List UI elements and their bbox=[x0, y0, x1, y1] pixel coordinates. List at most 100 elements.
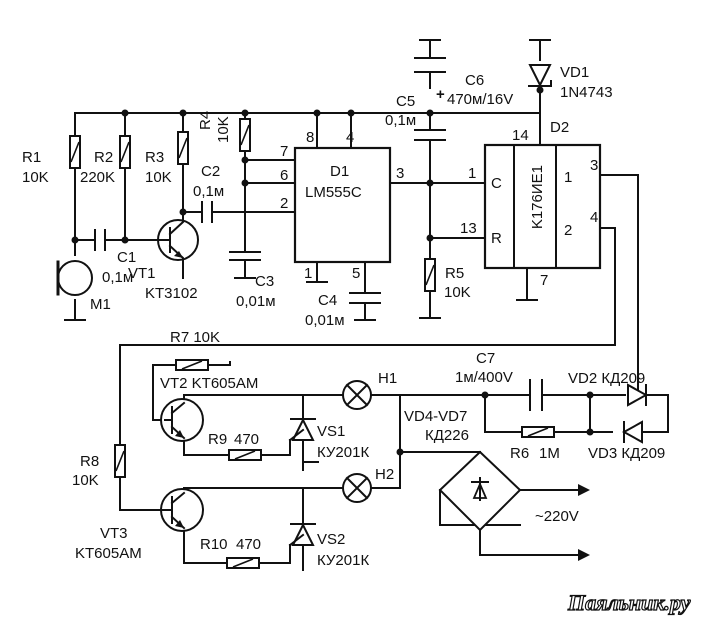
vt1-label: VT1 bbox=[128, 265, 156, 282]
r3-value: 10K bbox=[145, 169, 172, 186]
r8-value: 10K bbox=[72, 472, 99, 489]
r5-label: R5 bbox=[445, 265, 464, 282]
ic-d1-lm555c bbox=[293, 146, 392, 264]
vd2-label: VD2 КД209 bbox=[568, 370, 645, 387]
diode-vd3 bbox=[621, 420, 643, 444]
d2-pin7: 7 bbox=[540, 272, 548, 289]
diode-bridge-vd4-vd7 bbox=[438, 450, 522, 532]
c6-label: C6 bbox=[465, 72, 484, 89]
vt1-value: KT3102 bbox=[145, 285, 198, 302]
c2-label: C2 bbox=[201, 163, 220, 180]
r2-resistor bbox=[119, 135, 131, 169]
r8-resistor bbox=[114, 444, 126, 478]
vd4-vd7-label: VD4-VD7 bbox=[404, 408, 467, 425]
c4-capacitor bbox=[349, 292, 381, 304]
c6-capacitor bbox=[414, 57, 446, 73]
r4-resistor bbox=[239, 118, 251, 152]
vs1-label: VS1 bbox=[317, 423, 345, 440]
vd1-value: 1N4743 bbox=[560, 84, 613, 101]
d2-pin14: 14 bbox=[512, 127, 529, 144]
c7-label: C7 bbox=[476, 350, 495, 367]
d1-pin8: 8 bbox=[306, 129, 314, 146]
r10-resistor bbox=[226, 557, 260, 569]
zener-vd1 bbox=[528, 64, 552, 88]
r4-value: 10K bbox=[215, 116, 232, 143]
d1-pin5: 5 bbox=[352, 265, 360, 282]
d2-out2-label: 2 bbox=[564, 222, 572, 239]
c3-value: 0,01м bbox=[236, 293, 276, 310]
d2-r-pin-label: R bbox=[491, 230, 502, 247]
c4-label: C4 bbox=[318, 292, 337, 309]
c2-value: 0,1м bbox=[193, 183, 224, 200]
c7-value: 1м/400V bbox=[455, 369, 513, 386]
mains-arrows bbox=[578, 484, 590, 561]
junction-dots bbox=[71, 86, 594, 456]
d1-pin6: 6 bbox=[280, 167, 288, 184]
vt3-label: VT3 bbox=[100, 525, 128, 542]
vd4-vd7-value: КД226 bbox=[425, 427, 469, 444]
r3-label: R3 bbox=[145, 149, 164, 166]
r9-resistor bbox=[228, 449, 262, 461]
thyristor-vs1 bbox=[288, 417, 316, 442]
r10-label: R10 bbox=[200, 536, 228, 553]
vt2-label: VT2 KT605AM bbox=[160, 375, 258, 392]
vs2-value: КУ201К bbox=[317, 552, 369, 569]
c5-value: 0,1м bbox=[385, 112, 416, 129]
ic-d2-k176ie1 bbox=[483, 143, 602, 270]
r1-label: R1 bbox=[22, 149, 41, 166]
c6-value: 470м/16V bbox=[447, 91, 513, 108]
component-labels: R1 10K R2 220K R3 10K R4 10K C1 0,1м C2 … bbox=[22, 64, 665, 569]
r6-resistor bbox=[521, 426, 555, 438]
d2-value: K176ИЕ1 bbox=[529, 165, 546, 229]
watermark: Паяльник.ру bbox=[567, 590, 691, 615]
vs1-value: КУ201К bbox=[317, 444, 369, 461]
r1-value: 10K bbox=[22, 169, 49, 186]
transistor-vt1 bbox=[157, 211, 199, 279]
microphone-m1 bbox=[56, 260, 93, 296]
d1-value: LM555C bbox=[305, 184, 362, 201]
r10-value: 470 bbox=[236, 536, 261, 553]
c2-capacitor bbox=[201, 201, 213, 223]
d2-c-pin-label: C bbox=[491, 175, 502, 192]
d2-out1-label: 1 bbox=[564, 169, 572, 186]
d1-pin4: 4 bbox=[346, 129, 354, 146]
d1-pin2: 2 bbox=[280, 195, 288, 212]
c1-capacitor bbox=[94, 229, 106, 251]
d2-pin13: 13 bbox=[460, 220, 477, 237]
r2-value: 220K bbox=[80, 169, 115, 186]
c4-value: 0,01м bbox=[305, 312, 345, 329]
r2-label: R2 bbox=[94, 149, 113, 166]
r8-label: R8 bbox=[80, 453, 99, 470]
r7-label: R7 10K bbox=[170, 329, 220, 346]
h1-label: H1 bbox=[378, 370, 397, 387]
h2-label: H2 bbox=[375, 466, 394, 483]
transistor-vt3 bbox=[160, 488, 204, 532]
ground-symbols bbox=[64, 39, 551, 321]
capacitors bbox=[94, 57, 543, 411]
thyristor-vs2 bbox=[288, 522, 316, 547]
c5-label: C5 bbox=[396, 93, 415, 110]
r7-resistor bbox=[175, 359, 209, 371]
diode-vd2 bbox=[627, 383, 669, 407]
transistor-vt2 bbox=[160, 398, 204, 442]
r1-resistor bbox=[69, 135, 81, 169]
r6-value: 1M bbox=[539, 445, 560, 462]
lamp-h2 bbox=[342, 473, 372, 503]
d1-label: D1 bbox=[330, 163, 349, 180]
c5-capacitor bbox=[414, 129, 446, 141]
vd1-label: VD1 bbox=[560, 64, 589, 81]
r5-value: 10K bbox=[444, 284, 471, 301]
d1-pin3: 3 bbox=[396, 165, 404, 182]
r9-value: 470 bbox=[234, 431, 259, 448]
m1-label: M1 bbox=[90, 296, 111, 313]
c6-plus-sign: + bbox=[436, 86, 445, 103]
d2-pin4: 4 bbox=[590, 209, 598, 226]
vd3-label: VD3 КД209 bbox=[588, 445, 665, 462]
r6-label: R6 bbox=[510, 445, 529, 462]
lamp-h1 bbox=[342, 380, 372, 410]
d1-pin7: 7 bbox=[280, 143, 288, 160]
vt3-value: KT605AM bbox=[75, 545, 142, 562]
c7-capacitor bbox=[529, 379, 543, 411]
d2-label: D2 bbox=[550, 119, 569, 136]
